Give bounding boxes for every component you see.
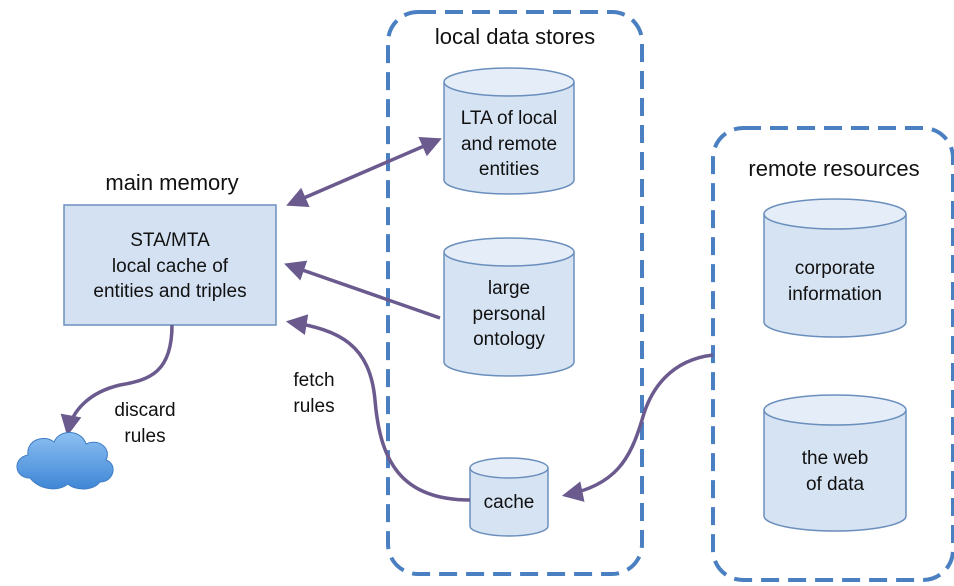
discard-cloud xyxy=(16,432,114,490)
web-line-2: of data xyxy=(805,473,865,495)
fetch-rules-arrow xyxy=(285,314,471,502)
fetch-rules-label: fetch rules xyxy=(276,368,352,419)
ontology-label: large personal ontology xyxy=(444,276,574,353)
main-memory-heading: main memory xyxy=(105,170,239,195)
discard-rules-arrow xyxy=(60,324,174,437)
ontology-cylinder xyxy=(443,237,575,377)
remote-to-cache-arrow xyxy=(561,353,714,502)
local-data-stores-group xyxy=(386,10,644,576)
memory-line-1: STA/MTA xyxy=(130,230,210,251)
lta-cylinder xyxy=(443,67,575,195)
fetch-line-1: fetch xyxy=(293,370,335,391)
ontology-line-2: personal xyxy=(472,303,546,325)
fetch-line-2: rules xyxy=(293,395,335,417)
lta-line-3: entities xyxy=(478,159,540,181)
corporate-cylinder xyxy=(763,198,907,338)
ontology-line-3: ontology xyxy=(473,329,545,351)
memory-line-2: local cache of xyxy=(111,255,229,277)
lta-label: LTA of local and remote entities xyxy=(444,106,574,183)
main-memory-box xyxy=(63,204,277,326)
remote-resources-group xyxy=(711,126,954,582)
web-of-data-label: the web of data xyxy=(764,446,906,497)
lta-memory-arrow xyxy=(286,137,442,207)
web-of-data-cylinder xyxy=(763,394,907,532)
corporate-label: corporate information xyxy=(764,256,906,307)
lta-line-2: and remote xyxy=(460,133,558,155)
ontology-line-1: large xyxy=(487,278,531,299)
corporate-line-1: corporate xyxy=(794,258,876,279)
remote-resources-title: remote resources xyxy=(748,156,920,181)
discard-line-1: discard xyxy=(114,400,176,421)
memory-line-3: entities and triples xyxy=(93,281,247,303)
ontology-memory-arrow xyxy=(284,260,441,320)
web-line-1: the web xyxy=(801,448,869,469)
cache-cylinder xyxy=(469,457,549,537)
discard-rules-label: discard rules xyxy=(100,398,190,449)
local-data-stores-title: local data stores xyxy=(434,24,596,49)
lta-line-1: LTA of local xyxy=(460,108,558,129)
main-memory-text: STA/MTA local cache of entities and trip… xyxy=(64,228,276,305)
corporate-line-2: information xyxy=(788,283,882,305)
cache-label: cache xyxy=(483,492,535,513)
discard-line-2: rules xyxy=(124,425,166,447)
